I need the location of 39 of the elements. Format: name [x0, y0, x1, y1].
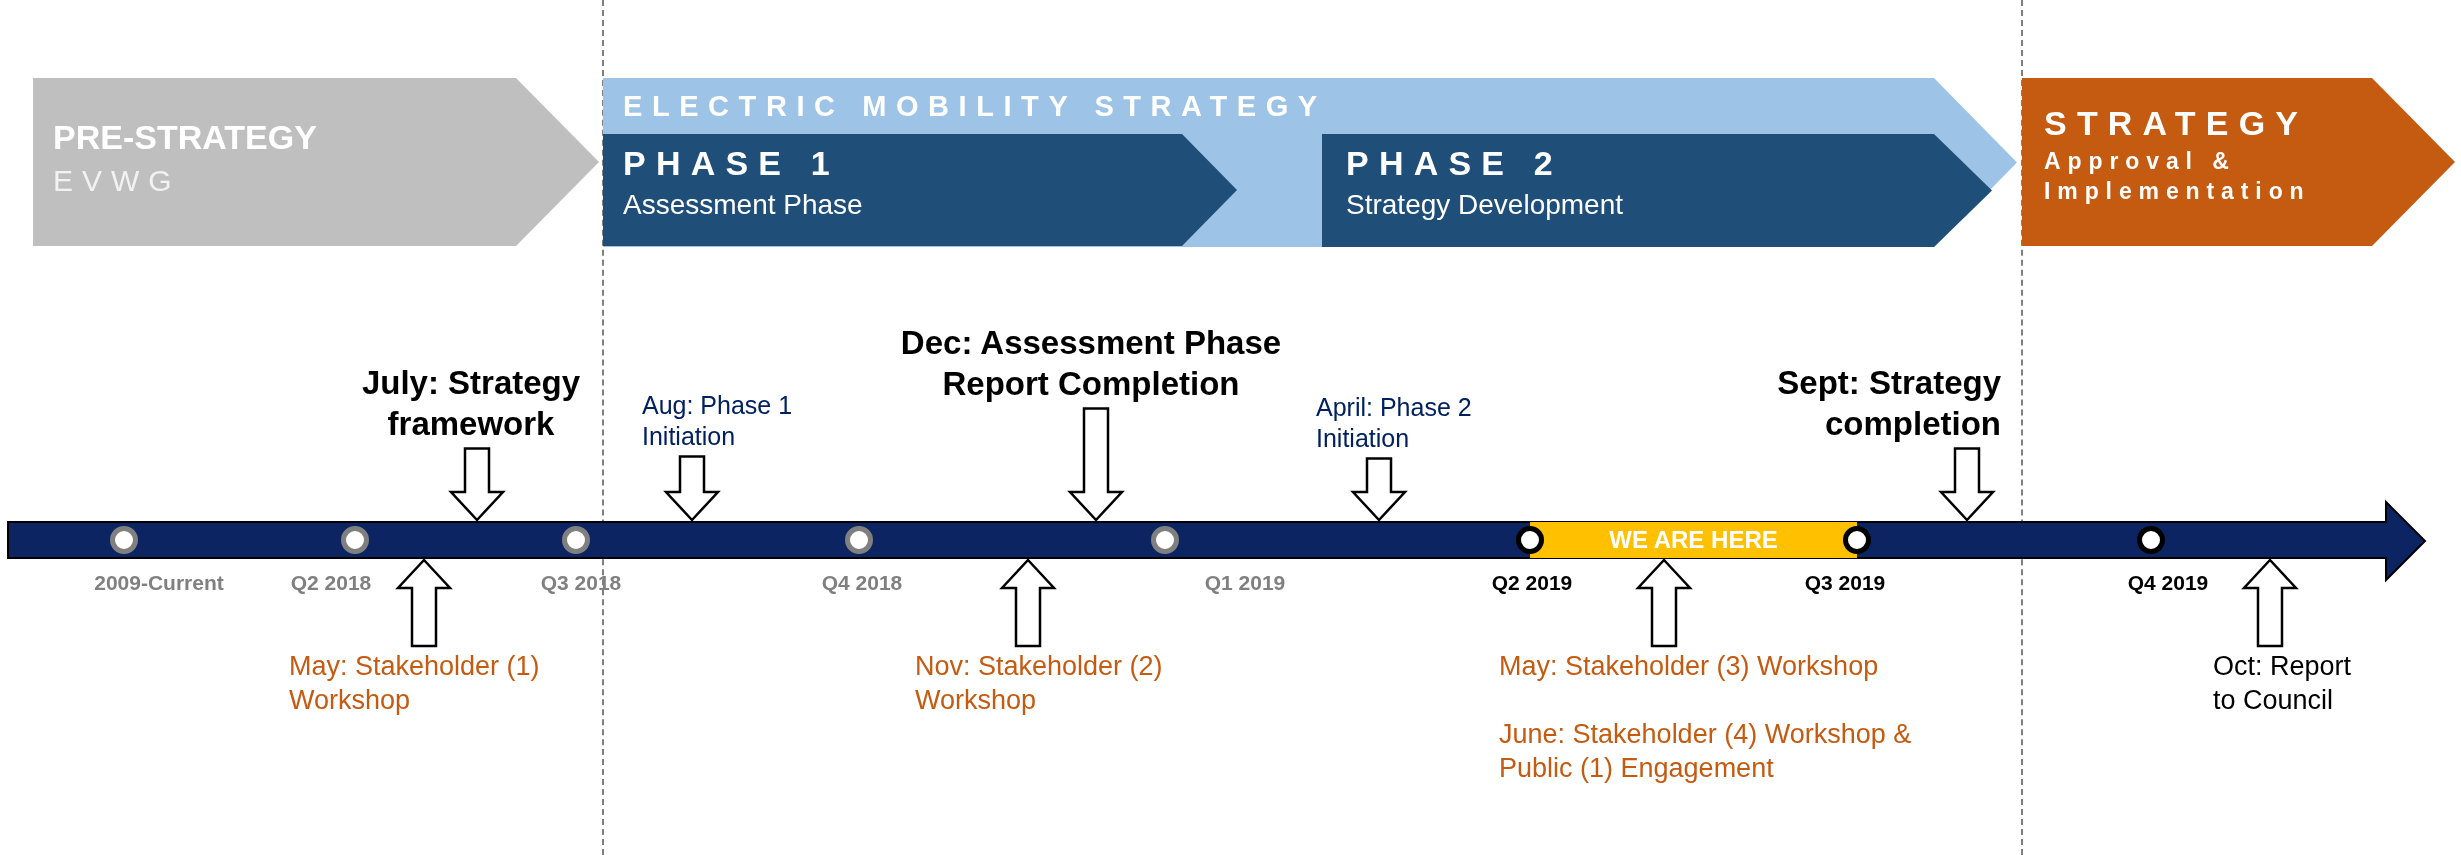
- quarter-label: Q3 2018: [539, 571, 623, 595]
- banner-subtitle: Strategy Development: [1346, 188, 1625, 223]
- milestone-label: Oct: Report to Council: [2213, 650, 2373, 718]
- banner-title: PHASE 1: [623, 144, 840, 184]
- milestone-label: July: Strategy framework: [321, 362, 621, 445]
- banner-title: PHASE 2: [1346, 144, 1563, 184]
- banner-subtitle: Approval & Implementation: [2044, 147, 2312, 206]
- current-period-band: WE ARE HERE: [1530, 522, 1857, 558]
- block-arrow: [1635, 558, 1693, 648]
- quarter-label: 2009-Current: [93, 571, 225, 595]
- quarter-label: Q4 2018: [820, 571, 904, 595]
- block-arrow: [663, 455, 721, 522]
- quarter-label: Q1 2019: [1203, 571, 1287, 595]
- milestone-label: Sept: Strategy completion: [1711, 362, 2001, 445]
- milestone-label: May: Stakeholder (3) Workshop: [1499, 650, 1959, 684]
- chevron-banner: [603, 78, 2017, 247]
- block-arrow: [999, 558, 1057, 648]
- block-arrow: [1350, 457, 1408, 522]
- chevron-banner: [1322, 134, 1992, 247]
- block-arrow: [1938, 447, 1996, 522]
- block-arrow: [395, 558, 453, 648]
- milestone-label: Nov: Stakeholder (2) Workshop: [915, 650, 1235, 718]
- chevron-banner: [603, 134, 1237, 246]
- milestone-label: May: Stakeholder (1) Workshop: [289, 650, 599, 718]
- banner-title: ELECTRIC MOBILITY STRATEGY: [623, 90, 1327, 124]
- block-arrow: [1067, 407, 1125, 522]
- quarter-label: Q2 2019: [1490, 571, 1574, 595]
- quarter-label: Q3 2019: [1803, 571, 1887, 595]
- milestone-label: Aug: Phase 1 Initiation: [642, 390, 842, 453]
- milestone-label: June: Stakeholder (4) Workshop & Public (1) Engagement: [1499, 718, 1929, 786]
- chevron-banner: [2022, 78, 2455, 246]
- quarter-label: Q4 2019: [2126, 571, 2210, 595]
- block-arrow: [448, 447, 506, 522]
- banner-title: STRATEGY: [2044, 104, 2309, 144]
- banner-title: PRE-STRATEGY: [53, 118, 317, 158]
- banner-subtitle: Assessment Phase: [623, 188, 864, 223]
- quarter-label: Q2 2018: [289, 571, 373, 595]
- chevron-banner: [33, 78, 599, 246]
- block-arrow: [2241, 558, 2299, 648]
